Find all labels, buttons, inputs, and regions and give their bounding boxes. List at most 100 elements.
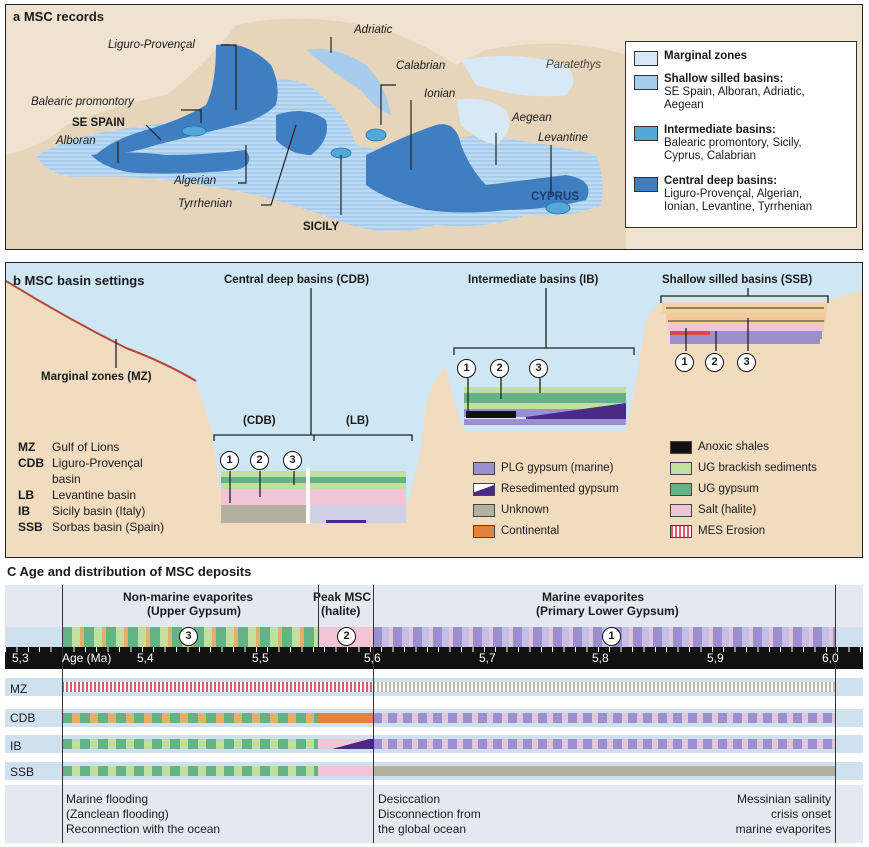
age-axis [5,647,863,669]
cdb-ug [62,713,318,723]
note-right-1: Messinian salinity [736,792,831,806]
axis-label: Age (Ma) [62,651,112,665]
tick-6-0: 6,0 [822,651,839,665]
panel-c-timeline: Non-marine evaporites (Upper Gypsum) Pea… [5,585,863,843]
label-adriatic: Adriatic [354,24,393,36]
legend-shallow-line2: Aegean [664,99,704,111]
label-alboran: Alboran [56,135,96,147]
divider-5-3 [62,585,63,843]
legend-swatch-intermediate [634,126,658,141]
row-label-ib: IB [10,739,22,753]
tick-5-6: 5,6 [364,651,381,665]
phase3-line2: (Upper Gypsum) [147,604,242,618]
lb-sub-label: (LB) [346,415,369,427]
legend-swatch-resedimented [473,483,495,496]
legend-intermediate: Intermediate basins: [664,124,776,136]
legend-ug-gypsum: UG gypsum [698,483,759,495]
panel-b-title: b MSC basin settings [13,273,145,288]
phase2-line1: Peak MSC [313,590,372,604]
legend-swatch-deep [634,177,658,192]
phase2-circle: 2 [337,627,356,646]
legend-deep: Central deep basins: [664,175,778,187]
tick-5-7: 5,7 [479,651,496,665]
legend-swatch-unknown [473,504,495,517]
divider-6-0 [835,585,836,843]
cdb-circle-1: 1 [220,451,239,470]
phase1-circle: 1 [602,627,621,646]
notes-mid: Desiccation Disconnection from the globa… [378,792,481,837]
phase1-line2: (Primary Lower Gypsum) [536,604,679,618]
legend-swatch-plg [473,462,495,475]
ib-circle-2: 2 [490,359,509,378]
label-sicily: SICILY [303,221,340,233]
note-right-3: marine evaporites [735,822,831,836]
legend-swatch-erosion [670,525,692,538]
key-abbr-cdb: CDB [18,456,44,470]
legend-swatch-salt [670,504,692,517]
note-left-3: Reconnection with the ocean [66,822,221,836]
panel-a-map: a MSC records Adriatic Liguro-Provençal … [5,4,863,250]
key-text-lb: Levantine basin [52,488,137,502]
legend-swatch-continental [473,525,495,538]
ib-circle-1: 1 [457,359,476,378]
key-abbr-mz: MZ [18,440,36,454]
ib-ug [62,739,318,749]
notes-band [5,785,863,843]
ib-circle-3: 3 [529,359,548,378]
abbreviation-key: MZ Gulf of Lions CDB Liguro-Provençal basi… [18,439,164,535]
label-calabrian: Calabrian [396,60,446,72]
label-levantine: Levantine [538,132,588,144]
cdb-plg [373,713,835,723]
note-mid-1: Desiccation [378,792,441,806]
row-label-mz: MZ [10,682,28,696]
label-aegean: Aegean [512,112,552,124]
key-text-cdb-cont: basin [52,472,81,486]
legend-ug-brackish: UG brackish sediments [698,462,817,474]
notes-right: Messinian salinity crisis onset marine e… [736,792,831,837]
key-text-cdb: Liguro-Provençal [52,456,143,470]
ssb-unknown [373,766,835,776]
legend-erosion: MES Erosion [698,525,766,537]
tick-5-5: 5,5 [252,651,269,665]
mz-label: Marginal zones (MZ) [41,371,152,383]
phase3-circle: 3 [179,627,198,646]
label-se-spain: SE SPAIN [72,117,125,129]
legend-shallow-line1: SE Spain, Alboran, Adriatic, [664,86,805,98]
phase-header [5,585,863,627]
panel-a-title: a MSC records [13,9,105,24]
key-text-ssb: Sorbas basin (Spain) [52,520,165,534]
legend-swatch-ug-brackish [670,462,692,475]
legend-swatch-shallow [634,75,658,90]
label-algerian: Algerian [174,175,217,187]
cdb-continental [318,713,373,723]
label-cyprus: CYPRUS [531,191,579,203]
legend-deep-line1: Liguro-Provençal, Algerian, [664,188,803,200]
ssb-circle-2: 2 [705,353,724,372]
legend-resedimented: Resedimented gypsum [501,483,619,495]
legend-continental: Continental [501,525,560,537]
label-ionian: Ionian [424,88,456,100]
note-right-2: crisis onset [770,807,831,821]
legend-deep-line2: Ionian, Levantine, Tyrrhenian [664,201,813,213]
ib-plg [373,739,835,749]
phase3-line1: Non-marine evaporites [123,590,254,604]
legend-plg: PLG gypsum (marine) [501,462,614,474]
key-text-mz: Gulf of Lions [52,440,120,454]
legend-swatch-marginal [634,51,658,66]
age-axis-ticks [5,647,863,652]
tick-5-3: 5,3 [12,651,29,665]
ssb-halite [318,766,373,776]
divider-halite [318,585,319,647]
label-balearic: Balearic promontory [31,96,134,108]
row-label-cdb: CDB [10,711,36,725]
ssb-circle-3: 3 [737,353,756,372]
legend-swatch-ug-gypsum [670,483,692,496]
label-tyrrhenian: Tyrrhenian [178,198,233,210]
legend-unknown: Unknown [501,504,549,516]
row-label-ssb: SSB [10,765,35,779]
panel-c-title: C Age and distribution of MSC deposits [7,564,252,579]
label-liguro: Liguro-Provençal [108,39,195,51]
ssb-circle-1: 1 [675,353,694,372]
note-left-1: Marine flooding [66,792,149,806]
ib-resedimented [318,739,373,749]
